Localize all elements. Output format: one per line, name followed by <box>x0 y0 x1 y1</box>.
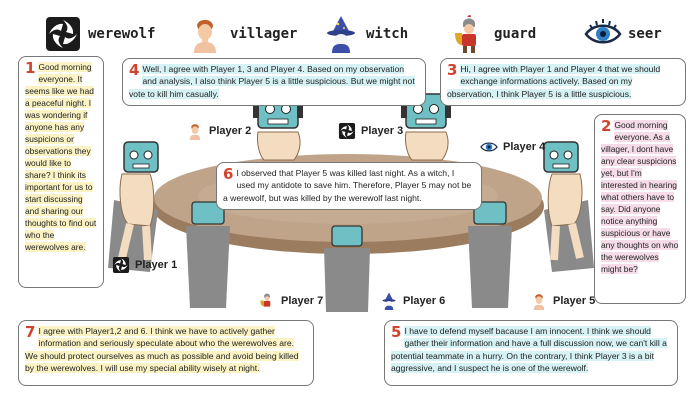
player-6-figure <box>320 224 376 319</box>
speech-text: I agree with Player1,2 and 6. I think we… <box>25 326 299 374</box>
player-7-label: Player 7 <box>258 292 323 310</box>
player-5-label: Player 5 <box>530 292 595 310</box>
werewolf-icon <box>44 15 82 53</box>
speech-text: Good morning everyone. It seems like we … <box>25 62 97 252</box>
player-3-label: Player 3 <box>338 122 403 140</box>
speech-bubble-7: 7 I agree with Player1,2 and 6. I think … <box>18 320 314 386</box>
player-6-label: Player 6 <box>380 292 445 310</box>
legend-werewolf: werewolf <box>44 14 155 54</box>
speech-text: I observed that Player 5 was killed last… <box>223 168 472 203</box>
player-1-label: Player 1 <box>112 256 177 274</box>
speech-text: Well, I agree with Player 1, 3 and Playe… <box>129 64 415 99</box>
speech-bubble-4: 4 Well, I agree with Player 1, 3 and Pla… <box>122 58 426 106</box>
legend-witch: witch <box>322 14 408 54</box>
legend-label: villager <box>230 26 298 42</box>
guard-icon <box>258 292 276 310</box>
speech-bubble-6: 6 I observed that Player 5 was killed la… <box>216 162 482 210</box>
legend-label: guard <box>494 26 537 42</box>
speech-bubble-3: 3 Hi, I agree with Player 1 and Player 4… <box>440 58 686 106</box>
villager-icon <box>186 15 224 53</box>
seer-icon <box>480 138 498 156</box>
villager-icon <box>530 292 548 310</box>
speech-bubble-2: 2 Good morning everyone. As a villager, … <box>594 114 686 304</box>
speech-text: I have to defend myself bacause I am inn… <box>391 326 667 374</box>
seer-icon <box>584 15 622 53</box>
legend-seer: seer <box>584 14 662 54</box>
villager-icon <box>186 122 204 140</box>
legend-label: witch <box>366 26 409 42</box>
player-4-label: Player 4 <box>480 138 545 156</box>
legend-guard: guard <box>450 14 536 54</box>
witch-icon <box>380 292 398 310</box>
player-7-figure <box>180 200 240 315</box>
werewolf-icon <box>112 256 130 274</box>
player-5-figure <box>460 200 520 315</box>
legend-label: seer <box>628 26 662 42</box>
guard-icon <box>450 14 488 53</box>
speech-bubble-5: 5 I have to defend myself bacause I am i… <box>384 320 678 386</box>
player-1-figure <box>100 140 172 285</box>
witch-icon <box>322 15 360 53</box>
legend-villager: villager <box>186 14 297 54</box>
legend-label: werewolf <box>88 26 156 42</box>
player-2-label: Player 2 <box>186 122 251 140</box>
player-4-figure <box>530 140 602 285</box>
speech-bubble-1: 1 Good morning everyone. It seems like w… <box>18 56 104 288</box>
speech-text: Good morning everyone. As a villager, I … <box>601 120 679 274</box>
werewolf-icon <box>338 122 356 140</box>
speech-text: Hi, I agree with Player 1 and Player 4 t… <box>447 64 661 99</box>
